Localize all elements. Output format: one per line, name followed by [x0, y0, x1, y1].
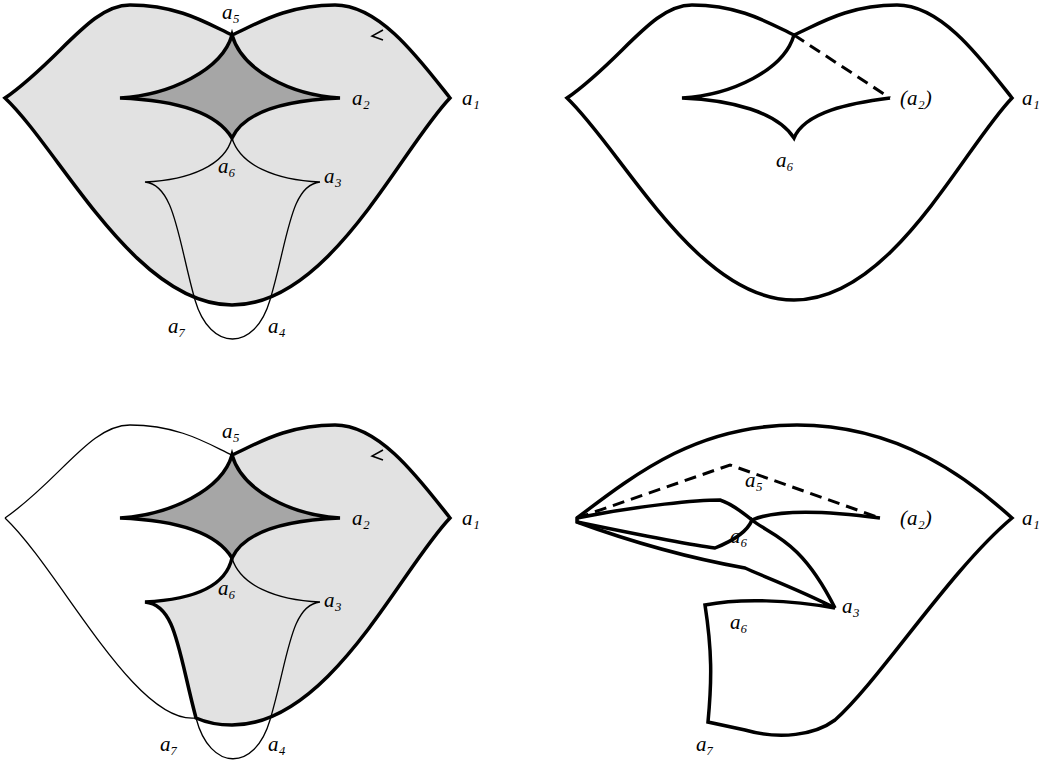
panel-bottom-right — [577, 425, 1012, 735]
point-label: a₅ — [222, 421, 240, 442]
point-label: a₃ — [324, 590, 342, 611]
point-label: (a₂) — [900, 508, 932, 529]
point-label: a₃ — [324, 166, 342, 187]
point-label: a₆ — [730, 526, 748, 547]
panel-bottom-left — [5, 425, 450, 759]
point-label: a₄ — [268, 734, 286, 755]
point-label: a₆ — [218, 578, 236, 599]
point-label: a₁ — [462, 508, 480, 529]
point-label: (a₂) — [900, 88, 932, 109]
point-label: a₃ — [842, 596, 860, 617]
point-label: a₇ — [160, 734, 178, 755]
point-label: a₇ — [696, 734, 714, 755]
point-label: a₁ — [1022, 508, 1040, 529]
point-label: a₇ — [168, 316, 186, 337]
panel-top-right — [567, 5, 1012, 300]
point-label: a₆ — [776, 150, 794, 171]
point-label: a₂ — [352, 88, 370, 109]
point-label: a₁ — [1022, 88, 1040, 109]
point-label: a₅ — [222, 2, 240, 23]
point-label: a₁ — [462, 88, 480, 109]
panel-top-left — [5, 5, 450, 339]
point-label: a₆ — [730, 612, 748, 633]
point-label: a₅ — [745, 470, 763, 491]
point-label: a₆ — [218, 156, 236, 177]
point-label: a₄ — [268, 316, 286, 337]
point-label: a₂ — [352, 508, 370, 529]
